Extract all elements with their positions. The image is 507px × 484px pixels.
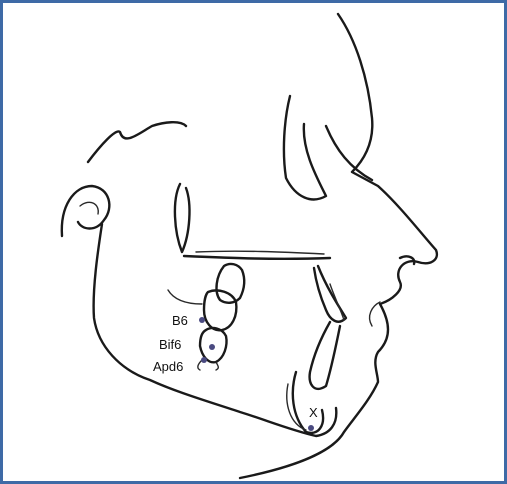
- landmark-apd6-point: [201, 357, 207, 363]
- pterygoid-process: [175, 184, 190, 252]
- incisor-root: [330, 284, 344, 320]
- lower-incisor: [310, 322, 340, 389]
- landmark-bif6-label: Bif6: [159, 337, 181, 352]
- landmark-bif6: Bif6: [159, 337, 215, 352]
- molar-tip-right: [216, 362, 218, 370]
- landmark-b6-point: [199, 317, 205, 323]
- skull-outline: [62, 96, 372, 252]
- soft-tissue-profile: [240, 14, 437, 478]
- landmark-bif6-point: [209, 344, 215, 350]
- molar-tooth: [198, 264, 244, 370]
- landmark-b6-label: B6: [172, 313, 188, 328]
- incisors: [310, 266, 346, 389]
- landmark-x: X: [308, 405, 318, 431]
- molar-cusp-lower: [204, 290, 236, 330]
- landmark-apd6-label: Apd6: [153, 359, 183, 374]
- palate-line: [196, 251, 324, 254]
- orbit-outline: [284, 96, 326, 199]
- facial-profile-line: [240, 14, 437, 478]
- molar-tip-left: [198, 360, 202, 370]
- landmark-x-point: [308, 425, 314, 431]
- landmark-apd6: Apd6: [153, 357, 207, 374]
- landmark-x-label: X: [309, 405, 318, 420]
- ear-inner: [80, 202, 98, 214]
- occlusal-plane-line: [184, 256, 330, 259]
- mental-curve: [168, 290, 202, 304]
- lip-line: [370, 302, 380, 326]
- cranial-base-line: [88, 122, 186, 162]
- molar-crown: [217, 264, 245, 303]
- landmark-b6: B6: [172, 313, 205, 328]
- symphysis-inner: [287, 384, 306, 430]
